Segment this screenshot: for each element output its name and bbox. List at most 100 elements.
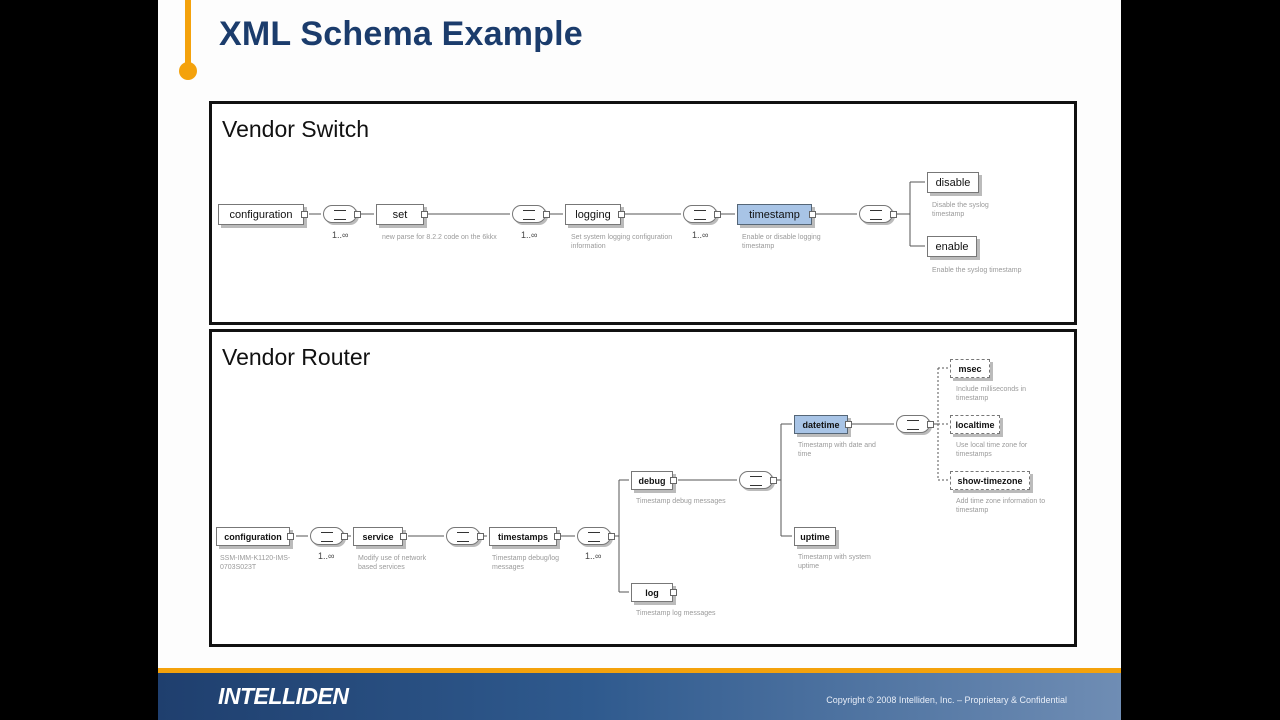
switch-sequence-compositor-1	[323, 205, 361, 223]
expand-icon[interactable]	[809, 210, 816, 218]
vendor-router-panel: Vendor Router	[209, 329, 1077, 647]
expand-icon[interactable]	[354, 211, 361, 218]
router-debug-annotation: Timestamp debug messages	[636, 498, 726, 505]
router-occurrence-1: 1..∞	[318, 551, 335, 561]
router-log-label: log	[645, 587, 659, 598]
intelliden-logo: INTELLIDEN	[218, 683, 349, 709]
router-service-node[interactable]: service	[353, 527, 407, 546]
router-configuration-annotation: SSM-IMM-K1120-IMS-0703S023T	[220, 555, 291, 571]
router-timestamps-label: timestamps	[497, 531, 549, 542]
expand-icon[interactable]	[714, 211, 721, 218]
expand-icon[interactable]	[287, 532, 294, 540]
switch-configuration-label: configuration	[229, 208, 293, 221]
expand-icon[interactable]	[554, 532, 561, 540]
sequence-icon	[523, 210, 535, 220]
router-all-compositor	[896, 415, 934, 433]
switch-disable-label: disable	[935, 176, 971, 189]
router-timestamps-annotation: Timestamp debug/log messages	[492, 555, 560, 571]
vendor-switch-label: Vendor Switch	[222, 116, 370, 142]
expand-icon[interactable]	[341, 533, 348, 540]
router-log-annotation: Timestamp log messages	[636, 610, 716, 617]
switch-configuration-node[interactable]: configuration	[218, 204, 308, 225]
vendor-switch-panel: Vendor Switch configuration	[209, 101, 1077, 325]
router-service-annotation: Modify use of network based services	[358, 555, 427, 571]
sequence-icon	[334, 210, 346, 220]
router-show-timezone-label: show-timezone	[957, 475, 1023, 486]
router-uptime-label: uptime	[800, 531, 830, 542]
slide-title: XML Schema Example	[219, 15, 583, 53]
switch-sequence-compositor-2	[512, 205, 550, 223]
expand-icon[interactable]	[421, 210, 428, 218]
router-localtime-node[interactable]: localtime	[950, 415, 1000, 434]
switch-disable-node[interactable]: disable	[927, 172, 979, 193]
expand-icon[interactable]	[301, 210, 308, 218]
expand-icon[interactable]	[477, 533, 484, 540]
copyright-text: Copyright © 2008 Intelliden, Inc. – Prop…	[826, 695, 1067, 705]
switch-logging-annotation: Set system logging configuration informa…	[571, 234, 673, 250]
footer-accent-line	[158, 668, 1121, 673]
router-choice-compositor-2	[739, 471, 777, 489]
router-log-node[interactable]: log	[631, 583, 677, 602]
expand-icon[interactable]	[543, 211, 550, 218]
router-msec-label: msec	[958, 363, 982, 374]
router-occurrence-2: 1..∞	[585, 551, 602, 561]
accent-dot	[179, 62, 197, 80]
expand-icon[interactable]	[890, 211, 897, 218]
expand-icon[interactable]	[670, 476, 677, 484]
all-icon	[907, 420, 919, 430]
router-debug-node[interactable]: debug	[631, 471, 677, 490]
switch-disable-annotation: Disable the syslog timestamp	[932, 202, 989, 218]
router-localtime-annotation: Use local time zone for timestamps	[956, 442, 1028, 458]
router-datetime-label: datetime	[802, 419, 840, 430]
router-datetime-node[interactable]: datetime	[794, 415, 852, 434]
router-configuration-node[interactable]: configuration	[216, 527, 294, 546]
switch-logging-label: logging	[575, 208, 611, 221]
choice-icon	[750, 476, 762, 486]
router-choice-compositor-1	[577, 527, 615, 545]
footer-bar: INTELLIDEN Copyright © 2008 Intelliden, …	[158, 673, 1121, 720]
switch-occurrence-2: 1..∞	[521, 230, 538, 240]
router-msec-annotation: Include milliseconds in timestamp	[956, 386, 1027, 402]
router-show-timezone-annotation: Add time zone information to timestamp	[956, 498, 1046, 514]
choice-icon	[588, 532, 600, 542]
switch-timestamp-label: timestamp	[749, 208, 800, 221]
sequence-icon	[694, 210, 706, 220]
switch-occurrence-3: 1..∞	[692, 230, 709, 240]
switch-timestamp-annotation: Enable or disable logging timestamp	[742, 234, 821, 250]
sequence-icon	[321, 532, 333, 542]
choice-icon	[870, 210, 882, 220]
expand-icon[interactable]	[927, 421, 934, 428]
router-localtime-label: localtime	[955, 419, 995, 430]
router-uptime-node[interactable]: uptime	[794, 527, 836, 546]
switch-choice-compositor	[859, 205, 897, 223]
router-configuration-label: configuration	[224, 531, 282, 542]
switch-set-label: set	[392, 208, 408, 221]
router-connector-lines	[296, 367, 948, 593]
expand-icon[interactable]	[618, 210, 625, 218]
router-show-timezone-node[interactable]: show-timezone	[950, 471, 1030, 490]
expand-icon[interactable]	[608, 533, 615, 540]
switch-timestamp-node[interactable]: timestamp	[737, 204, 816, 225]
router-datetime-annotation: Timestamp with date and time	[798, 442, 876, 458]
router-timestamps-node[interactable]: timestamps	[489, 527, 561, 546]
switch-set-annotation: new parse for 8.2.2 code on the 6kkx	[382, 234, 497, 241]
router-msec-node[interactable]: msec	[950, 359, 990, 378]
switch-logging-node[interactable]: logging	[565, 204, 625, 225]
sequence-icon	[457, 532, 469, 542]
switch-sequence-compositor-3	[683, 205, 721, 223]
expand-icon[interactable]	[845, 420, 852, 428]
switch-enable-annotation: Enable the syslog timestamp	[932, 267, 1022, 274]
switch-set-node[interactable]: set	[376, 204, 428, 225]
vendor-router-label: Vendor Router	[222, 344, 371, 370]
slide: XML Schema Example Vendor Switch configu…	[158, 0, 1121, 720]
expand-icon[interactable]	[400, 532, 407, 540]
router-sequence-compositor-2	[446, 527, 484, 545]
switch-enable-node[interactable]: enable	[927, 236, 977, 257]
switch-occurrence-1: 1..∞	[332, 230, 349, 240]
expand-icon[interactable]	[770, 477, 777, 484]
router-uptime-annotation: Timestamp with system uptime	[798, 554, 871, 570]
switch-connector-lines	[309, 181, 925, 247]
router-sequence-compositor-1	[310, 527, 348, 545]
router-debug-label: debug	[638, 475, 666, 486]
expand-icon[interactable]	[670, 588, 677, 596]
